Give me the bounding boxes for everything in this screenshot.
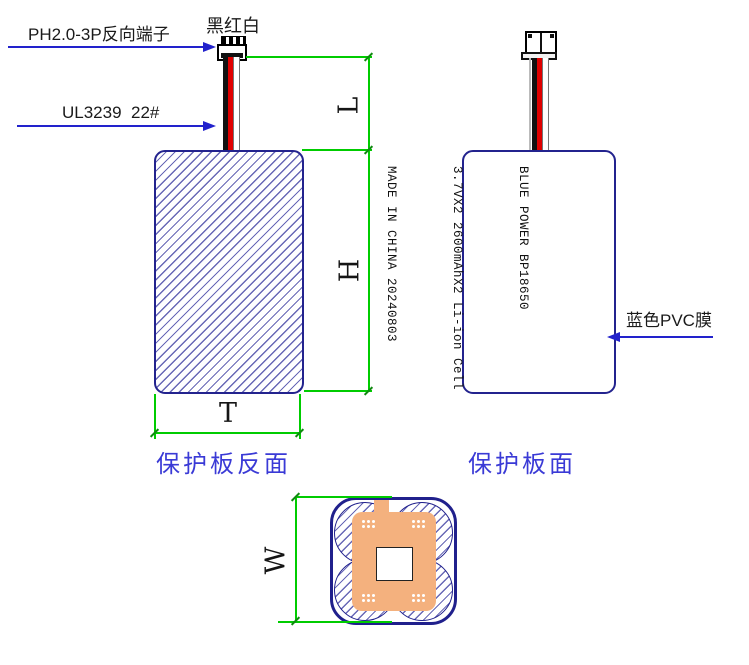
red-wire [537,58,542,152]
pvc-wrap-outline [330,497,457,625]
protection-pcb [352,512,436,611]
dim-ext-line [154,394,156,439]
arrow-left-icon [607,332,620,342]
connector-divider [540,33,542,54]
dim-ext-line [304,390,372,392]
pvc-film-label: 蓝色PVC膜 [626,311,712,330]
dim-ext-line [246,56,372,58]
dim-line-T [154,432,301,434]
battery-print-line3: MADE IN CHINA 20240803 [384,166,398,343]
wire-spec-leader-line [17,125,206,127]
dim-ext-line [299,394,301,439]
dim-ext-line [302,149,372,151]
wire-edge [529,58,531,152]
back-view-caption: 保护板反面 [156,451,291,478]
wire-spec-label: UL3239 22# [62,103,160,122]
arrow-right-icon [203,42,216,52]
front-view-caption: 保护板面 [468,451,576,478]
pcb-pad-holes [412,520,415,523]
pcb-pad-holes [412,594,415,597]
white-wire [233,57,240,152]
pcb-pad-holes [362,594,365,597]
white-wire [542,58,549,152]
dim-line-W [295,496,297,622]
connector-leader-line [8,46,206,48]
wire-colors-label: 黑红白 [206,16,260,36]
dim-ext-line [295,496,392,498]
black-wire [223,57,228,152]
connector-contacts [221,53,243,58]
battery-pack-back-view [154,150,304,394]
pvc-leader-line [618,336,713,338]
connector-type-label: PH2.0-3P反向端子 [28,25,170,44]
dim-line-LH [368,56,370,391]
arrow-right-icon [203,121,216,131]
connector-latch [528,34,532,38]
dim-label-W: W [260,546,292,575]
dim-label-T: T [218,398,237,429]
connector-latch [550,34,554,38]
pcb-pad-holes [362,520,365,523]
dim-ext-line [278,621,392,623]
red-wire [228,57,233,152]
battery-print-line2: 3.7VX2 2600mAhX2 Li-ion Cell [450,166,464,391]
battery-print-label: BLUE POWER BP18650 3.7VX2 2600mAhX2 Li-i… [336,166,578,391]
black-wire [532,58,537,152]
battery-pack-front-view [462,150,616,394]
pcb-center-hole [376,547,413,581]
dim-label-L: L [333,96,365,115]
battery-print-line1: BLUE POWER BP18650 [516,166,530,311]
cross-section-view [330,497,457,625]
